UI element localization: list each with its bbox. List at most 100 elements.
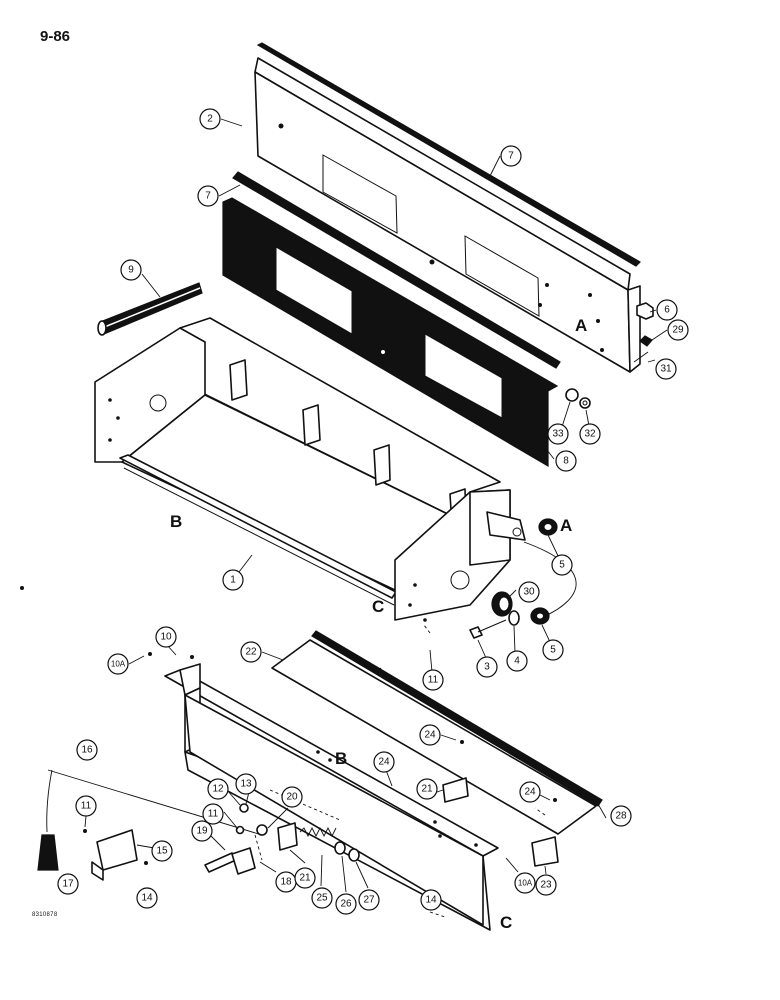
callout-27: 27 xyxy=(358,889,380,911)
svg-text:5: 5 xyxy=(550,645,556,656)
svg-text:27: 27 xyxy=(363,895,375,906)
callout-11-left: 11 xyxy=(75,795,97,817)
callout-6: 6 xyxy=(656,299,678,321)
reference-letter-a-lower: A xyxy=(560,516,572,535)
callout-23: 23 xyxy=(535,874,557,896)
callout-28: 28 xyxy=(610,805,632,827)
svg-text:13: 13 xyxy=(240,779,252,790)
svg-text:24: 24 xyxy=(378,757,390,768)
callout-8: 8 xyxy=(555,450,577,472)
svg-text:11: 11 xyxy=(208,809,219,820)
svg-text:24: 24 xyxy=(424,730,436,741)
svg-text:12: 12 xyxy=(212,784,224,795)
rubber-tube xyxy=(97,282,203,336)
callout-10A-lower: 10A xyxy=(514,872,536,894)
svg-text:6: 6 xyxy=(664,305,670,316)
callout-32: 32 xyxy=(579,423,601,445)
rear-panel xyxy=(254,57,641,373)
svg-text:24: 24 xyxy=(524,787,536,798)
callout-3: 3 xyxy=(476,656,498,678)
callout-11-center: 11 xyxy=(202,803,224,825)
lower-tray xyxy=(164,663,499,931)
svg-text:19: 19 xyxy=(196,826,208,837)
callout-18: 18 xyxy=(275,871,297,893)
reference-letter-b-upper: B xyxy=(170,512,182,531)
svg-text:2: 2 xyxy=(207,114,213,125)
svg-text:10A: 10A xyxy=(111,660,126,669)
callout-24-far-right: 24 xyxy=(519,781,541,803)
callout-1: 1 xyxy=(222,569,244,591)
callout-16: 16 xyxy=(76,739,98,761)
callout-11-upper: 11 xyxy=(422,669,444,691)
svg-text:22: 22 xyxy=(245,647,257,658)
callout-31: 31 xyxy=(655,358,677,380)
svg-text:31: 31 xyxy=(660,364,672,375)
svg-text:21: 21 xyxy=(299,873,311,884)
callout-12: 12 xyxy=(207,778,229,800)
callout-9: 9 xyxy=(120,259,142,281)
svg-text:33: 33 xyxy=(552,429,564,440)
svg-text:10A: 10A xyxy=(518,879,533,888)
reference-letter-a-upper: A xyxy=(575,316,587,335)
svg-text:5: 5 xyxy=(559,560,565,571)
reference-letter-c-upper: C xyxy=(372,597,384,616)
black-gasket xyxy=(222,197,559,468)
callout-5-upper: 5 xyxy=(551,554,573,576)
svg-text:29: 29 xyxy=(672,325,684,336)
svg-text:7: 7 xyxy=(508,151,514,162)
callout-33: 33 xyxy=(547,423,569,445)
latch-handle xyxy=(204,847,256,875)
callout-20: 20 xyxy=(281,786,303,808)
svg-text:32: 32 xyxy=(584,429,596,440)
svg-text:25: 25 xyxy=(316,893,328,904)
reference-letter-b-lower: B xyxy=(335,749,347,768)
svg-text:17: 17 xyxy=(62,879,74,890)
svg-text:14: 14 xyxy=(141,893,153,904)
callout-13: 13 xyxy=(235,773,257,795)
svg-text:30: 30 xyxy=(523,587,535,598)
callout-14-lower: 14 xyxy=(420,889,442,911)
callout-5-lower: 5 xyxy=(542,639,564,661)
svg-text:11: 11 xyxy=(428,675,439,686)
svg-text:8: 8 xyxy=(563,456,569,467)
seal-strip-top xyxy=(256,42,641,267)
figure-code: 8310878 xyxy=(32,912,58,918)
callout-4: 4 xyxy=(506,650,528,672)
callout-17: 17 xyxy=(57,873,79,895)
svg-text:9: 9 xyxy=(128,265,134,276)
callout-24-left: 24 xyxy=(373,751,395,773)
small-bracket-upper xyxy=(442,777,469,803)
svg-text:16: 16 xyxy=(81,745,93,756)
foot-bracket xyxy=(91,829,138,881)
callout-21-upper: 21 xyxy=(416,778,438,800)
lever-rod xyxy=(37,769,263,871)
svg-text:26: 26 xyxy=(340,899,352,910)
svg-text:14: 14 xyxy=(425,895,437,906)
svg-text:15: 15 xyxy=(156,846,168,857)
hardware-upper-right xyxy=(469,302,654,639)
callout-25: 25 xyxy=(311,887,333,909)
callout-10A-upper: 10A xyxy=(107,653,129,675)
svg-text:1: 1 xyxy=(230,575,236,586)
reference-letter-c-lower: C xyxy=(500,913,512,932)
main-box-frame xyxy=(94,317,526,622)
callout-19: 19 xyxy=(191,820,213,842)
page-number: 9-86 xyxy=(40,28,71,45)
svg-text:21: 21 xyxy=(421,784,433,795)
seal-strip-middle xyxy=(232,171,561,369)
svg-text:28: 28 xyxy=(615,811,627,822)
callout-2: 2 xyxy=(199,108,221,130)
callout-22: 22 xyxy=(240,641,262,663)
svg-text:20: 20 xyxy=(286,792,298,803)
spring-hardware xyxy=(83,652,360,865)
callout-29: 29 xyxy=(667,319,689,341)
callout-15: 15 xyxy=(151,840,173,862)
callout-24-right: 24 xyxy=(419,724,441,746)
svg-text:4: 4 xyxy=(514,656,520,667)
callout-21-lower: 21 xyxy=(294,867,316,889)
margin-mark xyxy=(20,586,24,590)
callout-26: 26 xyxy=(335,893,357,915)
callout-30: 30 xyxy=(518,581,540,603)
